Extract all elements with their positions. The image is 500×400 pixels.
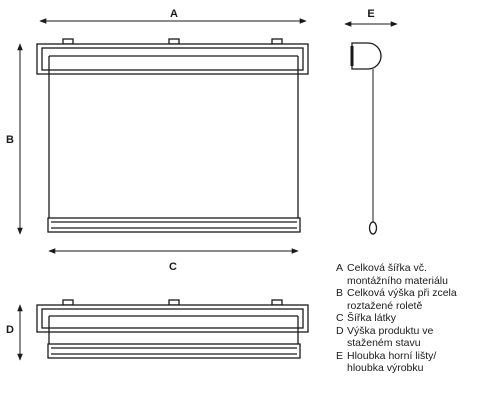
mounting-clip <box>271 38 283 45</box>
dimension-d-label: D <box>6 324 14 336</box>
legend-key: A <box>336 262 344 274</box>
dimension-e-label: E <box>367 8 374 20</box>
legend-text: Hloubka horní lišty/hloubka výrobku <box>347 350 496 375</box>
dimension-b: B <box>6 43 23 235</box>
dimension-a: A <box>39 8 307 24</box>
dimension-c-label: C <box>169 261 177 273</box>
dimension-e: E <box>344 8 398 27</box>
side-view-cassette <box>351 42 382 70</box>
mounting-clip <box>62 299 74 306</box>
legend-key: D <box>336 324 344 337</box>
mounting-clip <box>168 299 180 306</box>
dimension-d: D <box>6 304 23 361</box>
dimension-c: C <box>48 248 299 273</box>
mounting-clip <box>62 38 74 45</box>
dimension-a-label: A <box>170 8 178 20</box>
legend-text-line: Hloubka horní lišty/ <box>347 349 437 362</box>
mounting-clip <box>271 299 283 306</box>
legend-text-line: hloubka výrobku <box>347 362 424 374</box>
head-rail-inner <box>41 47 304 71</box>
legend-text-line: Šířka látky <box>347 312 397 324</box>
head-rail-inner <box>41 308 304 329</box>
cord-handle <box>368 221 378 235</box>
legend-text-line: montážního materiálu <box>347 274 448 287</box>
side-view <box>350 42 382 235</box>
legend-text-line: Celková šířka vč. <box>347 262 427 274</box>
legend-key: B <box>336 287 344 299</box>
head-rail <box>36 43 309 75</box>
bottom-bar <box>47 217 301 233</box>
dimension-b-label: B <box>6 134 14 146</box>
legend-text-line: staženém stavu <box>347 337 421 349</box>
legend-text: Celková šířka vč.montážního materiálu <box>347 262 496 287</box>
legend-text-line: roztažené roletě <box>347 299 423 312</box>
legend-text-line: Výška produktu ve <box>347 324 434 337</box>
mounting-clip <box>168 38 180 45</box>
legend-key: E <box>336 349 344 362</box>
legend-key: C <box>336 312 344 324</box>
front-view-extended <box>36 38 309 233</box>
bottom-bar <box>47 343 301 359</box>
legend-text-line: Celková výška při zcela <box>347 287 457 299</box>
front-view-retracted <box>36 299 309 359</box>
legend-text: Šířka látky <box>347 312 496 325</box>
